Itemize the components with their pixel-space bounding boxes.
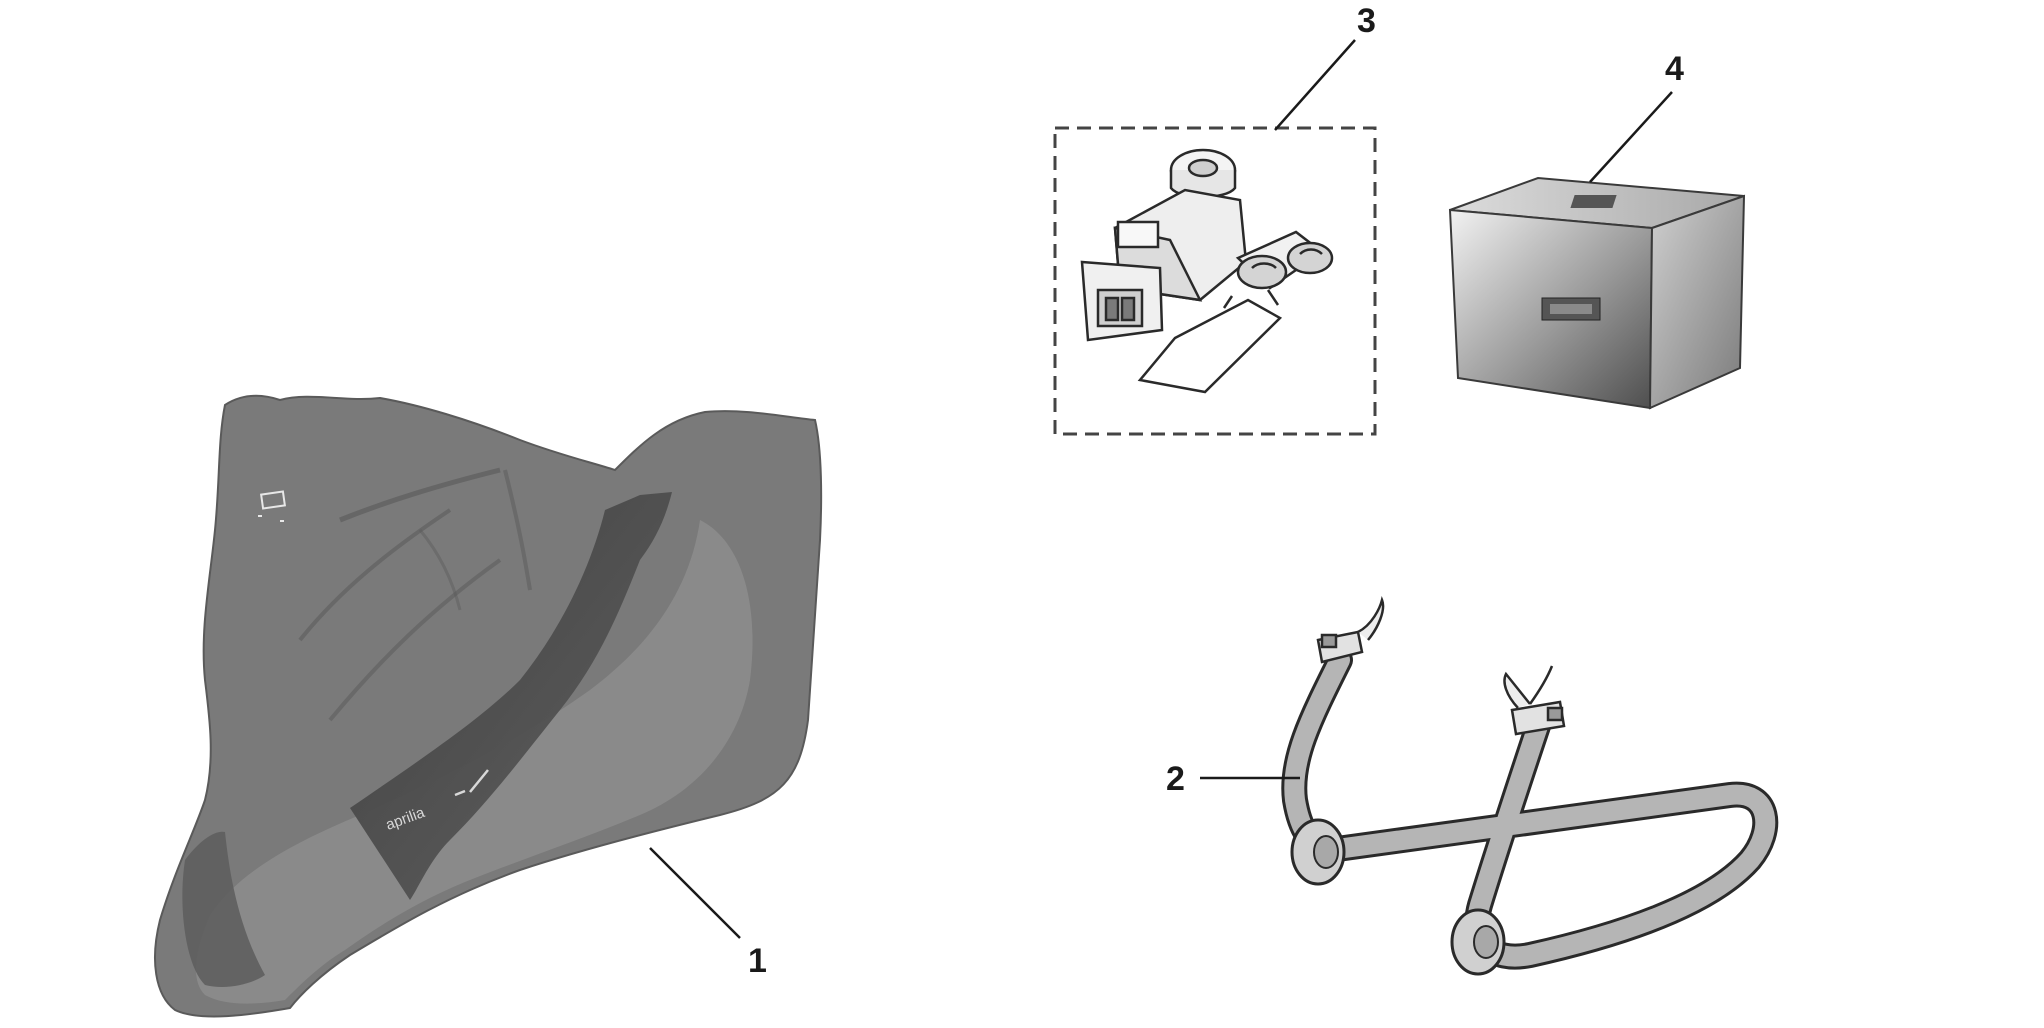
stand-clamp-left (1316, 595, 1385, 664)
box-side (1648, 194, 1746, 410)
electronic-module-kit (1053, 126, 1377, 436)
kit-dashed-frame (1053, 126, 1377, 436)
stand-tube-fill (1284, 650, 1776, 967)
storage-box (1448, 176, 1746, 410)
cover-logo-mark (454, 769, 489, 797)
callout-4-label: 4 (1665, 50, 1684, 88)
key-fobs (1222, 230, 1334, 309)
callout-4-leader (1589, 91, 1673, 183)
callout-3-label: 3 (1357, 2, 1376, 40)
cover-fold-line (503, 469, 532, 591)
callout-1-leader (649, 847, 741, 939)
callout-1-label: 1 (748, 942, 767, 980)
cover-lower-fold (182, 831, 265, 987)
paddock-stand (1281, 595, 1779, 976)
motorcycle-cover: aprilia (154, 394, 823, 1018)
module-housing (1080, 148, 1248, 342)
cover-fold-line (339, 467, 501, 523)
cover-fold-line (328, 558, 502, 722)
instruction-sheet (1137, 298, 1283, 394)
box-top-label (1570, 195, 1617, 208)
box-front-label-inner (1550, 304, 1592, 314)
stand-wheel-left (1290, 818, 1346, 886)
cover-dark-panel (350, 492, 672, 900)
cover-fold-line (418, 529, 462, 611)
cover-tag-icon (260, 490, 286, 510)
stand-wheel-right (1450, 908, 1506, 976)
stand-clamp-right (1503, 665, 1566, 736)
callout-3-leader (1274, 39, 1356, 131)
cover-fold-line (298, 508, 452, 642)
callout-2-label: 2 (1166, 760, 1185, 798)
